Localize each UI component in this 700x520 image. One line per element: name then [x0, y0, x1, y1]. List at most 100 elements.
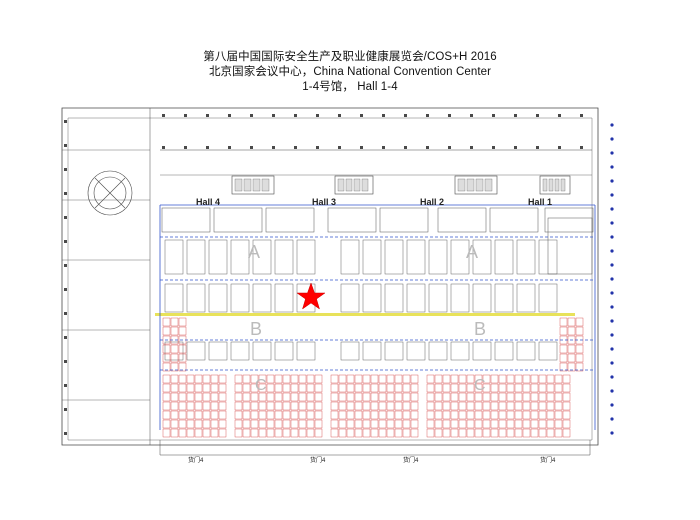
booth: [252, 341, 272, 361]
booth: [384, 239, 404, 275]
small-booth: [466, 383, 475, 393]
small-booth: [282, 374, 291, 384]
small-booth: [434, 419, 443, 429]
small-booth: [186, 392, 195, 402]
small-booth: [178, 392, 187, 402]
small-booth: [482, 392, 491, 402]
small-booth: [298, 419, 307, 429]
column-top: [382, 114, 385, 117]
small-booth: [258, 392, 267, 402]
small-booth: [282, 419, 291, 429]
small-booth: [250, 428, 259, 438]
title-line-1: 第八届中国国际安全生产及职业健康展览会/COS+H 2016: [203, 51, 497, 63]
column-top: [338, 114, 341, 117]
small-booth: [162, 392, 171, 402]
small-booth: [522, 410, 531, 420]
small-booth: [530, 392, 539, 402]
small-booth: [202, 392, 211, 402]
small-booth: [330, 374, 339, 384]
booth: [494, 341, 514, 361]
outdoor-dot: [610, 319, 614, 323]
small-booth: [498, 410, 507, 420]
small-booth: [514, 392, 523, 402]
column-top: [492, 114, 495, 117]
small-booth: [258, 383, 267, 393]
small-booth: [178, 317, 187, 327]
column-top: [294, 114, 297, 117]
zone-b-left: B: [250, 319, 262, 339]
small-booth: [298, 383, 307, 393]
outdoor-dot: [610, 361, 614, 365]
small-booth: [290, 419, 299, 429]
booth: [384, 283, 404, 313]
small-booth: [434, 428, 443, 438]
small-booth: [178, 401, 187, 411]
column-top: [206, 114, 209, 117]
small-booth: [202, 401, 211, 411]
small-booth: [370, 428, 379, 438]
small-booth: [466, 401, 475, 411]
title-line-2: 北京国家会议中心，China National Convention Cente…: [208, 66, 492, 78]
small-booth: [559, 344, 568, 354]
small-booth: [346, 392, 355, 402]
booth: [362, 283, 382, 313]
column-left: [64, 432, 67, 435]
small-booth: [298, 392, 307, 402]
booth: [516, 239, 536, 275]
small-booth: [538, 392, 547, 402]
small-booth: [170, 326, 179, 336]
small-booth: [314, 392, 323, 402]
small-booth: [506, 419, 515, 429]
booth: [494, 239, 514, 275]
small-booth: [562, 383, 571, 393]
small-booth: [402, 383, 411, 393]
small-booth: [218, 392, 227, 402]
small-booth: [202, 419, 211, 429]
outdoor-dot: [610, 305, 614, 309]
service-block: [454, 175, 498, 195]
booth: [274, 341, 294, 361]
small-booth: [554, 410, 563, 420]
small-booth: [242, 419, 251, 429]
column-left: [64, 360, 67, 363]
small-booth: [575, 317, 584, 327]
booth-large: [544, 207, 594, 233]
booth: [384, 341, 404, 361]
small-booth: [575, 362, 584, 372]
small-booth: [306, 383, 315, 393]
small-booth: [506, 392, 515, 402]
small-booth: [162, 344, 171, 354]
small-booth: [290, 392, 299, 402]
small-booth: [290, 410, 299, 420]
small-booth: [458, 419, 467, 429]
small-booth: [162, 419, 171, 429]
small-booth: [394, 383, 403, 393]
small-booth: [170, 353, 179, 363]
small-booth: [298, 428, 307, 438]
column-left: [64, 288, 67, 291]
booth: [472, 239, 492, 275]
small-booth: [498, 392, 507, 402]
small-booth: [194, 410, 203, 420]
small-booth: [258, 374, 267, 384]
small-booth: [186, 428, 195, 438]
small-booth: [378, 383, 387, 393]
small-booth: [378, 374, 387, 384]
column-left: [64, 312, 67, 315]
column-top: [426, 114, 429, 117]
small-booth: [530, 374, 539, 384]
column-top: [250, 114, 253, 117]
small-booth: [426, 392, 435, 402]
booth-large: [437, 207, 487, 233]
small-booth: [266, 410, 275, 420]
small-booth: [170, 419, 179, 429]
small-booth: [266, 428, 275, 438]
small-booth: [458, 401, 467, 411]
column-mid: [470, 146, 473, 149]
small-booth: [242, 383, 251, 393]
small-booth: [426, 383, 435, 393]
outdoor-dot: [610, 431, 614, 435]
small-booth: [354, 428, 363, 438]
small-booth: [506, 401, 515, 411]
small-booth: [450, 383, 459, 393]
